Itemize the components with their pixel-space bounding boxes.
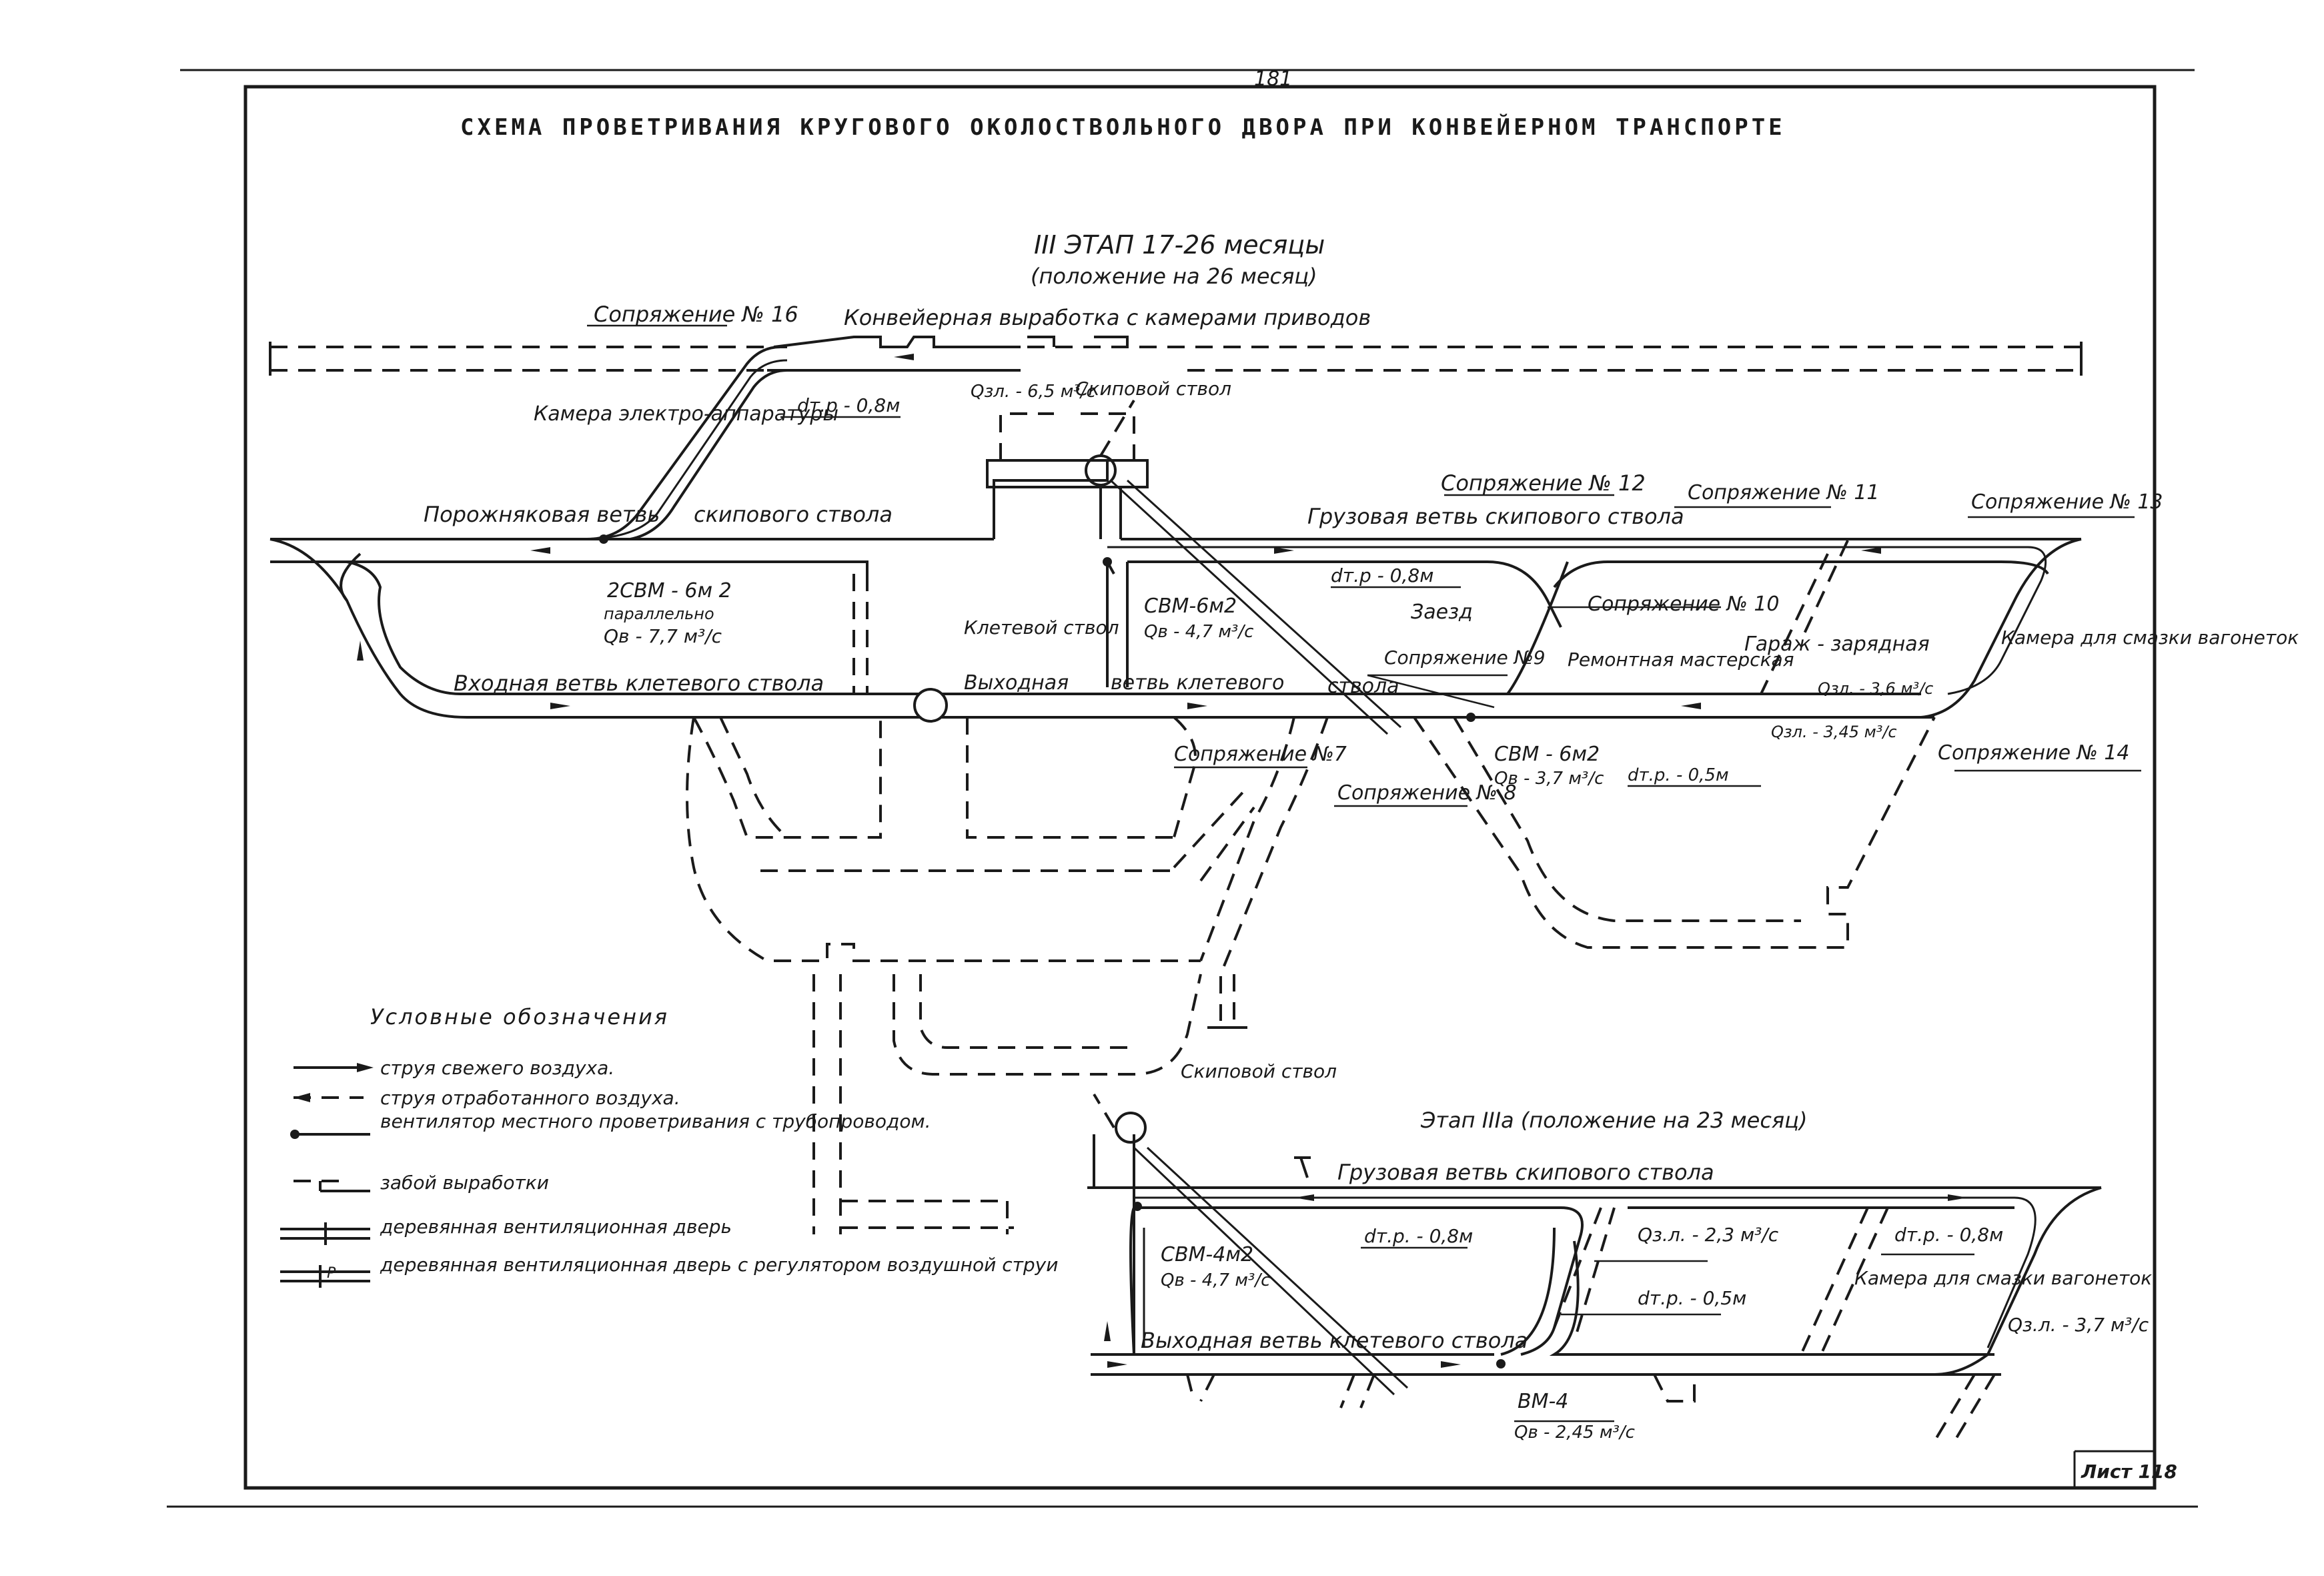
legend-face-icon — [294, 1180, 370, 1192]
stage3a-leader-lines — [1361, 1246, 1974, 1423]
skip-branch-label: скипового ствола — [694, 502, 893, 527]
lube-chamber-label: Камера для смазки вагонеток — [2001, 627, 2299, 649]
electro-chamber-label: Камера электро-аппаратуры — [534, 402, 838, 426]
empty-branch-label: Порожняковая ветвь — [424, 502, 660, 527]
legend-item-door: деревянная вентиляционная дверь — [380, 1216, 732, 1238]
stage3a-q-svm-label: Qв - 4,7 м³/с — [1161, 1270, 1270, 1290]
stage3a-dtr-a-label: dт.р. - 0,8м — [1364, 1225, 1473, 1247]
stage3a-skip-shaft-icon — [1115, 1112, 1147, 1144]
legend-regulator-door-icon: Р — [280, 1265, 370, 1288]
legend-item-fan: вентилятор местного проветривания с труб… — [380, 1110, 931, 1132]
dtr-05-label: dт.р. - 0,5м — [1628, 765, 1729, 785]
legend-item-used: струя отработанного воздуха. — [380, 1087, 680, 1109]
legend-used-air-icon — [294, 1093, 364, 1102]
stvola-label: ствола — [1327, 675, 1399, 698]
cargo-branch-right-loop — [934, 538, 2082, 719]
junction16-label: Сопряжение № 16 — [594, 302, 798, 327]
conveyor-label: Конвейерная выработка с камерами приводо… — [844, 305, 1371, 330]
airflow-arrows — [357, 354, 1881, 709]
skip-shaft-area — [986, 399, 1402, 735]
junction14-label: Сопряжение № 14 — [1938, 741, 2130, 765]
stage3a-lube-chamber-label: Камера для смазки вагонеток — [1854, 1267, 2152, 1289]
q-svm-a-label: Qв - 4,7 м³/с — [1144, 622, 1253, 642]
legend-fresh-air-icon — [294, 1063, 374, 1072]
stage3a-svm-label: СВМ-4м2 — [1161, 1243, 1253, 1266]
page-title: СХЕМА ПРОВЕТРИВАНИЯ КРУГОВОГО ОКОЛОСТВОЛ… — [460, 113, 1786, 141]
legend-title: Условные обозначения — [370, 1004, 669, 1030]
stage3-heading: III ЭТАП 17-26 месяцы — [1034, 230, 1325, 260]
stage3a-dtr-05-label: dт.р. - 0,5м — [1638, 1287, 1746, 1309]
junction13-label: Сопряжение № 13 — [1971, 490, 2163, 514]
cargo-branch-label: Грузовая ветвь скипового ствола — [1307, 504, 1684, 529]
left-loop — [269, 538, 1115, 719]
page-number: 181 — [1254, 67, 1292, 91]
parallel-label: параллельно — [604, 605, 714, 623]
drawing-frame — [243, 85, 2157, 1490]
legend-item-regulator-door: деревянная вентиляционная дверь с регуля… — [380, 1254, 1058, 1276]
junction12-label: Сопряжение № 12 — [1441, 470, 1646, 496]
sheet-number: Лист 118 — [2081, 1461, 2177, 1483]
stage3a-q37-label: Qз.л. - 3,7 м³/с — [2008, 1314, 2149, 1336]
stage3a-fan-svm-icon — [1133, 1202, 1142, 1211]
q-2svm-label: Qв - 7,7 м³/с — [604, 625, 722, 647]
garage-label: Гараж - зарядная — [1744, 633, 1930, 656]
stage3a-cargo-branch-label: Грузовая ветвь скипового ствола — [1337, 1160, 1714, 1185]
q-345-label: Qзл. - 3,45 м³/с — [1771, 723, 1897, 741]
junction7-label: Сопряжение №7 — [1174, 743, 1347, 766]
svm-a-label: СВМ-6м2 — [1144, 595, 1237, 618]
cage-branch-right-label: ветвь клетевого — [1111, 671, 1284, 695]
stage3a-arrows — [1104, 1194, 1968, 1368]
skip-shaft-empty-branch — [270, 346, 1109, 563]
legend-door-icon — [280, 1222, 370, 1245]
stage3a-fan-vm4-icon — [1496, 1359, 1506, 1368]
legend-fan-icon — [290, 1130, 370, 1139]
stage3a-skip-shaft-label: Скиповой ствол — [1181, 1060, 1337, 1082]
junction11-label: Сопряжение № 11 — [1688, 481, 1880, 504]
junction10-label: Сопряжение № 10 — [1588, 593, 1780, 616]
legend-item-face: забой выработки — [380, 1172, 549, 1194]
svg-text:Р: Р — [327, 1265, 336, 1282]
skip-shaft-label: Скиповой ствол — [1075, 378, 1231, 400]
junction9-label: Сопряжение №9 — [1384, 647, 1546, 669]
fan-svm-a-icon — [1103, 557, 1112, 566]
stage3a-exit-branch-label: Выходная ветвь клетевого ствола — [1141, 1328, 1528, 1353]
fan-2svm-label: 2СВМ - 6м 2 — [607, 579, 732, 603]
stage3a-network — [1087, 1093, 2102, 1443]
stage3a-vm4-label: ВМ-4 — [1518, 1390, 1568, 1413]
q-skip-label: Qзл. - 6,5 м³/с — [971, 382, 1096, 402]
junction8-label: Сопряжение № 8 — [1337, 781, 1516, 805]
fan-svm-b-icon — [1466, 713, 1476, 722]
return-airways — [686, 716, 1936, 1234]
dtr-top-label: dт.р - 0,8м — [797, 394, 900, 416]
conveyor-drift — [269, 336, 2083, 376]
stage3a-q23-label: Qз.л. - 2,3 м³/с — [1638, 1224, 1779, 1246]
leader-lines — [587, 324, 2141, 807]
q-svm-b-label: Qв - 3,7 м³/с — [1494, 769, 1604, 789]
fan-2svm-icon — [599, 534, 608, 544]
legend-item-fresh: струя свежего воздуха. — [380, 1057, 614, 1079]
dtr-mid-label: dт.р - 0,8м — [1331, 564, 1433, 586]
stage3a-q-vm4-label: Qв - 2,45 м³/с — [1514, 1423, 1635, 1443]
q-garage-label: Qзл. - 3,6 м³/с — [1818, 679, 1933, 698]
cage-shaft-icon — [913, 688, 948, 723]
svm-b-label: СВМ - 6м2 — [1494, 743, 1600, 766]
cage-shaft-label: Клетевой ствол — [964, 617, 1119, 639]
entry-branch-label: Входная ветвь клетевого ствола — [454, 671, 824, 696]
stage3a-heading: Этап IIIа (положение на 23 месяц) — [1420, 1108, 1807, 1133]
zaezd-label: Заезд — [1411, 601, 1473, 624]
stage3a-dtr-b-label: dт.р. - 0,8м — [1894, 1224, 2003, 1246]
exit-label: Выходная — [964, 671, 1069, 695]
stage3-subheading: (положение на 26 месяц) — [1031, 264, 1317, 289]
repair-shop-label: Ремонтная мастерская — [1568, 649, 1794, 671]
